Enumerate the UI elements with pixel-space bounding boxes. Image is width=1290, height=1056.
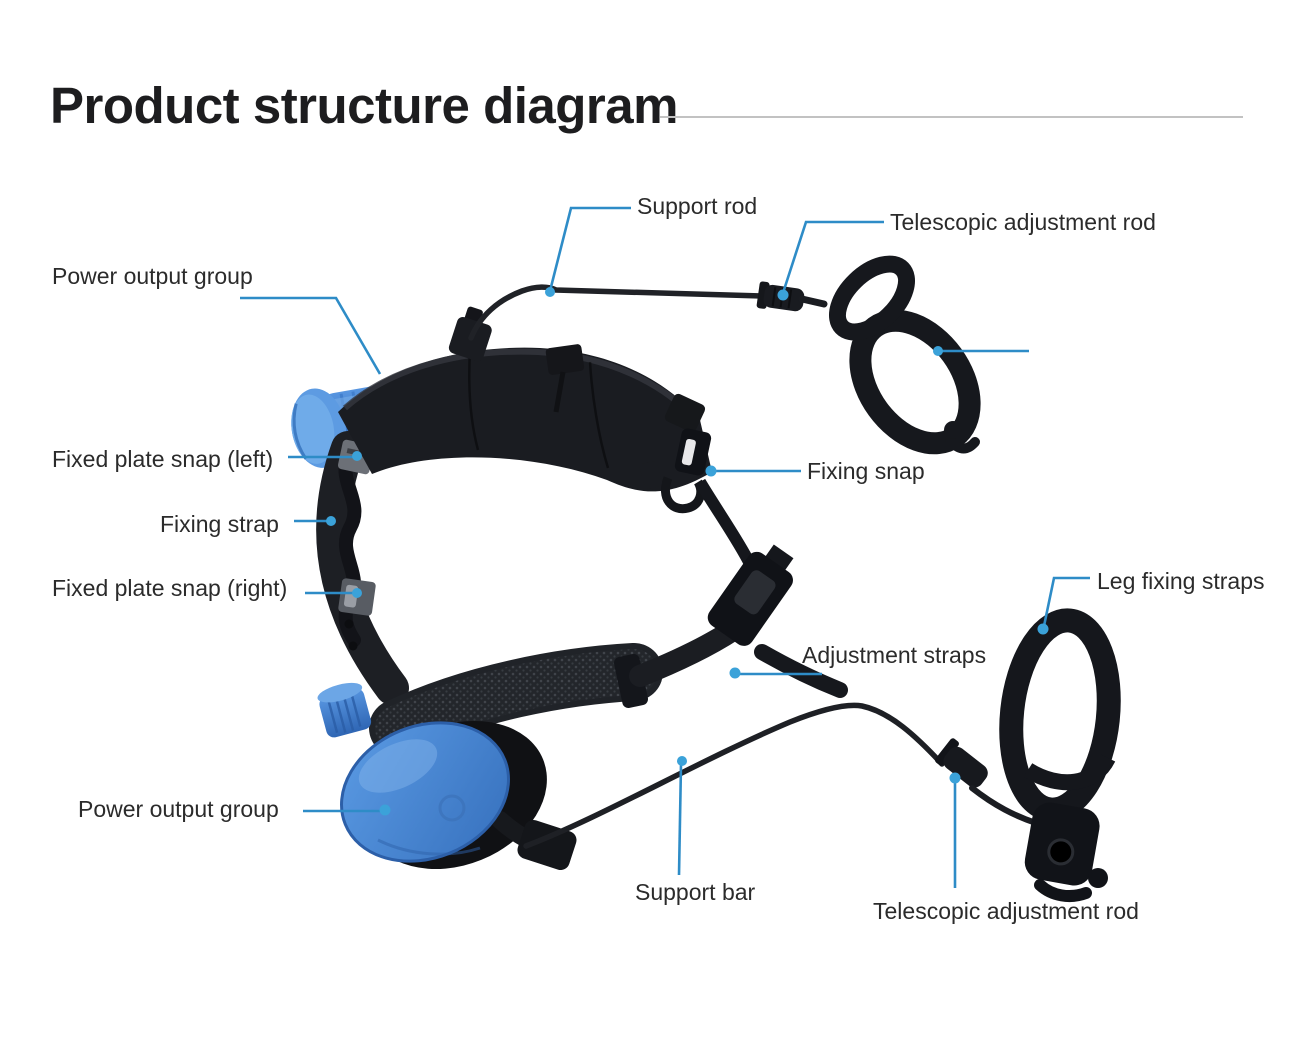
mesh-strap-texture [375,649,657,751]
dot-unlabeled-right [933,346,943,356]
dot-support-bar [677,756,687,766]
band-tab-pin [553,371,566,413]
label-fixed-plate-snap-right: Fixed plate snap (right) [52,575,288,601]
dot-fixing-strap [326,516,336,526]
label-power-output-group-top: Power output group [52,263,253,289]
product-photo [291,255,1121,903]
dot-telescopic-top [777,289,789,301]
adjustment-buckle [707,544,794,646]
dot-telescopic-bottom [949,772,961,784]
label-leg-fixing-straps: Leg fixing straps [1097,568,1265,594]
leader-support-rod [548,206,631,292]
leader-support-bar [677,763,683,876]
dot-adjustment [729,667,741,679]
label-power-output-group-bottom: Power output group [78,796,279,822]
rod-to-holder-link [969,785,1039,826]
support-rod-part [468,284,765,341]
loop-notch [944,421,962,439]
leg-strap-loop-bottom [999,608,1121,903]
dot-leg-fixing [1037,623,1049,635]
telescopic-joint-bottom [935,738,988,788]
dot-fixing-snap [705,465,717,477]
band-top-tab [545,344,585,375]
headband-padding-seams [468,349,610,469]
headband-highlight [343,348,698,421]
buckle-hanger-strap [694,478,756,567]
rod-to-loop-link [798,295,828,308]
page-title: Product structure diagram [50,77,678,134]
screw-detail [348,641,358,651]
label-support-rod: Support rod [637,193,758,219]
label-support-bar: Support bar [635,879,756,905]
dot-plate-left [352,451,362,461]
label-fixed-plate-snap-left: Fixed plate snap (left) [52,446,274,472]
headband [338,347,712,492]
power-output-group-bottom-part [317,682,577,871]
leader-power-top [240,296,382,375]
dot-plate-right [352,588,362,598]
dot-power-bottom [379,804,391,816]
screw-detail [344,619,354,629]
title-divider [660,116,1243,118]
leader-dots [326,287,1049,816]
leg-strap-loop-top [828,255,981,455]
leader-lines [240,206,1090,888]
leader-telescopic-top [781,220,884,294]
leader-leg-fixing [1042,576,1090,627]
label-telescopic-adjustment-rod-bottom: Telescopic adjustment rod [873,898,1139,924]
dot-support-rod [545,287,555,297]
label-adjustment-straps: Adjustment straps [802,642,987,668]
label-fixing-strap: Fixing strap [160,511,279,537]
label-fixing-snap: Fixing snap [807,458,925,484]
label-telescopic-adjustment-rod-top: Telescopic adjustment rod [890,209,1156,235]
support-bar-part [523,702,945,849]
fixing-strap-part [338,445,362,647]
